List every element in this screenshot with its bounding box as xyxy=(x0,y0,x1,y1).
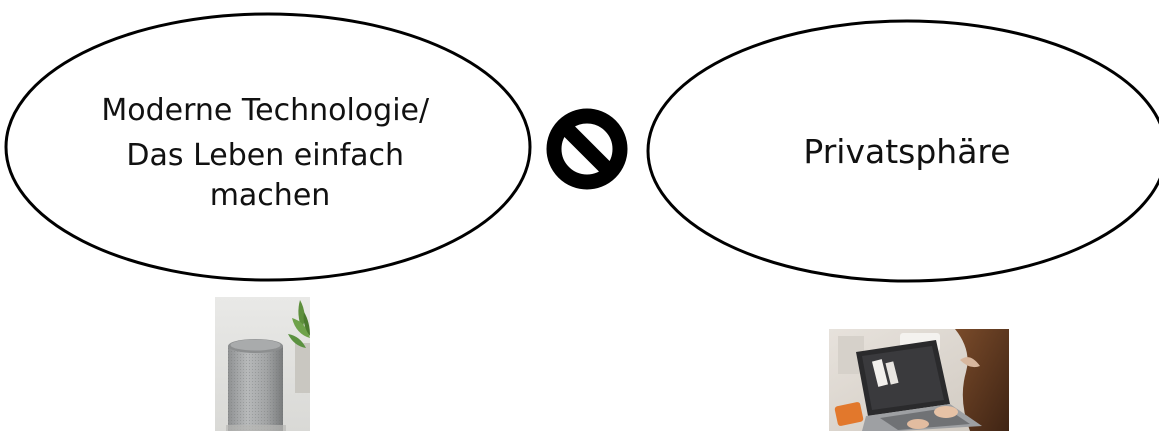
concept-technology: Moderne Technologie/ Das Leben einfach m… xyxy=(6,14,530,280)
smart-speaker-photo xyxy=(215,297,310,431)
concept-privacy-label: Privatsphäre xyxy=(803,132,1010,171)
concept-technology-line-3: machen xyxy=(210,178,331,213)
laptop-photo xyxy=(829,329,1009,431)
concept-technology-line-2: Das Leben einfach xyxy=(126,138,404,173)
concept-technology-line-1: Moderne Technologie/ xyxy=(101,93,430,128)
concept-privacy: Privatsphäre xyxy=(648,21,1159,281)
prohibited-icon xyxy=(554,116,620,182)
